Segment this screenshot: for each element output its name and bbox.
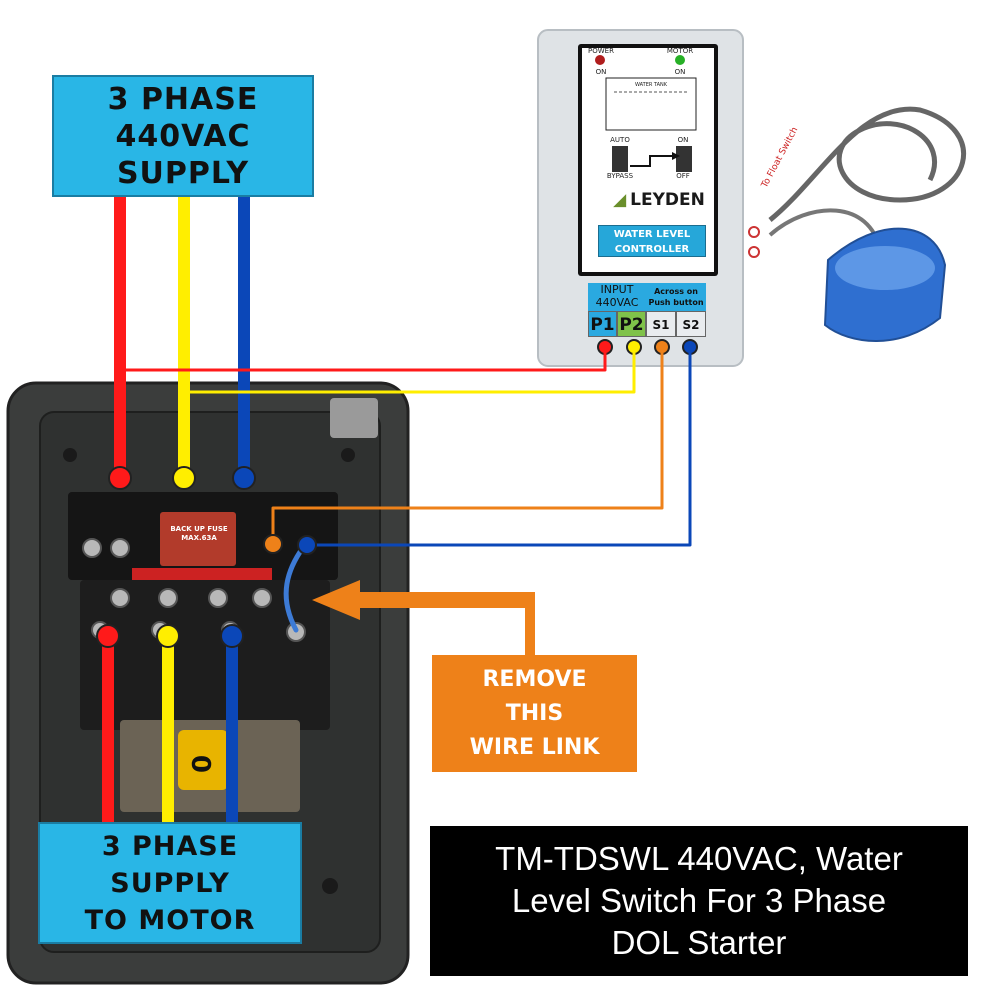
supply-label: 3 PHASE 440VAC SUPPLY — [52, 75, 314, 197]
supply-line-1: 3 PHASE — [107, 81, 259, 117]
title-line-3: DOL Starter — [611, 924, 787, 961]
power-indicator-label: POWER — [588, 47, 614, 55]
motor-line-1: 3 PHASE — [101, 830, 239, 862]
motor-on-label: ON — [674, 68, 686, 76]
input-header-line-2: 440VAC — [595, 296, 639, 309]
motor-label: 3 PHASE SUPPLY TO MOTOR — [38, 822, 302, 944]
title-line-1: TM-TDSWL 440VAC, Water — [495, 840, 903, 877]
terminal-p1: P1 — [588, 311, 617, 337]
remove-line-2: THIS — [505, 700, 564, 726]
push-button-terminal-header: Across on Push button — [646, 283, 706, 311]
water-level-controller — [537, 29, 760, 367]
supply-line-3: SUPPLY — [116, 155, 250, 191]
orange-control-wire — [271, 345, 664, 542]
wire-link — [283, 549, 303, 633]
float-switch — [768, 106, 966, 342]
terminal-s2: S2 — [676, 311, 706, 337]
remove-line-3: WIRE LINK — [469, 734, 600, 760]
input-header-line-1: INPUT — [600, 283, 634, 296]
supply-line-2: 440VAC — [115, 118, 251, 154]
product-title: TM-TDSWL 440VAC, Water Level Switch For … — [430, 826, 968, 976]
model-line-1: WATER LEVEL — [613, 229, 691, 240]
switch-on-label: ON — [677, 136, 689, 144]
motor-indicator-label: MOTOR — [666, 47, 694, 55]
push-header-line-2: Push button — [648, 298, 704, 307]
switch-mark: 0 — [188, 755, 218, 773]
motor-line-3: TO MOTOR — [84, 904, 256, 936]
title-line-2: Level Switch For 3 Phase — [511, 882, 887, 919]
yellow-control-wire — [182, 345, 636, 394]
red-control-wire — [118, 345, 607, 372]
blue-control-wire — [305, 345, 692, 547]
switch-off-label: OFF — [676, 172, 690, 180]
fuse-label: BACK UP FUSE MAX.63A — [165, 525, 233, 543]
fuse-line-1: BACK UP FUSE — [170, 525, 228, 533]
switch-auto-label: AUTO — [610, 136, 630, 144]
leaf-logo-icon: ◢ — [613, 190, 627, 210]
motor-line-2: SUPPLY — [110, 867, 230, 899]
terminal-p2: P2 — [617, 311, 646, 337]
controller-brand: ◢LEYDEN — [600, 190, 718, 210]
controller-model: WATER LEVEL CONTROLLER — [598, 225, 706, 257]
switch-bypass-label: BYPASS — [606, 172, 634, 180]
tank-caption: WATER TANK — [634, 82, 668, 88]
remove-wire-callout: REMOVE THIS WIRE LINK — [432, 655, 637, 772]
terminal-s1: S1 — [646, 311, 676, 337]
remove-line-1: REMOVE — [482, 666, 587, 692]
push-header-line-1: Across on — [654, 287, 698, 296]
remove-arrow — [312, 580, 535, 655]
fuse-line-2: MAX.63A — [181, 534, 217, 542]
power-on-label: ON — [595, 68, 607, 76]
input-terminal-header: INPUT 440VAC — [588, 283, 646, 311]
brand-text: LEYDEN — [630, 190, 705, 210]
model-line-2: CONTROLLER — [614, 244, 690, 255]
